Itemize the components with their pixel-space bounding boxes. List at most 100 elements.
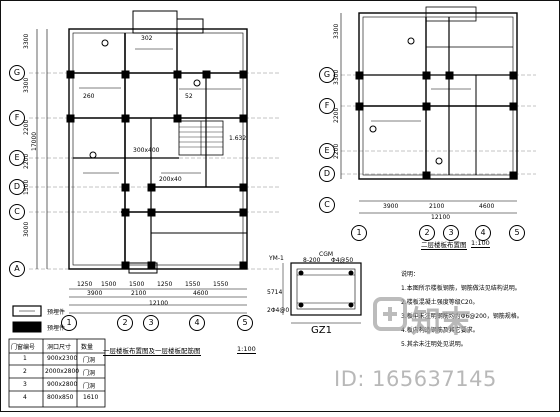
notes-line: 5.其余未注明处见说明。	[401, 341, 467, 348]
legend-swatch-1	[12, 305, 42, 317]
grid-label: 4	[480, 228, 486, 237]
dim-text: 4600	[193, 290, 209, 297]
grid-bubble: 1	[61, 315, 77, 331]
table-cell: 800x850	[47, 394, 74, 401]
table-cell: 2	[23, 368, 27, 375]
notes-line: 2.楼板混凝土强度等级C20。	[401, 299, 479, 306]
detail-title: GZ1	[311, 325, 332, 336]
watermark-logo-icon	[373, 297, 407, 331]
table-cell: 1610	[83, 394, 99, 401]
grid-label: 2	[122, 318, 128, 327]
grid-label: D	[13, 182, 21, 191]
dim-text: 1500	[23, 179, 30, 195]
table-cell: 门洞	[83, 383, 96, 390]
grid-label: 1	[356, 228, 362, 237]
grid-bubble: G	[319, 67, 335, 83]
detail-label: YM-1	[269, 255, 284, 262]
dim-total: 12100	[149, 300, 169, 307]
detail-dim: 8-200	[303, 257, 321, 264]
dim-text: 1500	[101, 281, 117, 288]
legend-label: 预埋件	[47, 309, 66, 316]
dim-text: 1500	[129, 281, 145, 288]
note-text: 300x400	[133, 147, 160, 154]
dim-total: 17000	[31, 131, 38, 151]
grid-bubble: F	[9, 110, 25, 126]
legend	[12, 305, 42, 333]
grid-bubble: 4	[475, 225, 491, 241]
grid-bubble: E	[9, 150, 25, 166]
grid-bubble: 2	[419, 225, 435, 241]
notes-line: 4.板内构造钢筋及其它要求。	[401, 327, 479, 334]
dim-text: 3000	[23, 221, 30, 237]
dim-text: 3300	[333, 69, 340, 85]
plan-scale: 1:100	[471, 239, 490, 248]
grid-label: E	[14, 153, 20, 162]
grid-label: 2	[424, 228, 430, 237]
watermark-logo: 知末	[371, 291, 491, 340]
note-text: 260	[83, 93, 95, 100]
grid-label: 4	[194, 318, 200, 327]
dim-text: 2200	[333, 143, 340, 159]
note-text: 52	[185, 93, 193, 100]
legend-swatch-2	[12, 321, 42, 333]
note-text: 1.632	[229, 135, 247, 142]
grid-bubble: 5	[509, 225, 525, 241]
dim-text: 3900	[383, 203, 399, 210]
grid-bubble: 1	[351, 225, 367, 241]
grid-label: E	[324, 146, 330, 155]
grid-label: 3	[448, 228, 454, 237]
plan-title: 二层楼板布置图	[421, 241, 467, 250]
table-header: 门窗编号	[11, 344, 36, 351]
grid-label: F	[324, 101, 330, 110]
dim-total: 12100	[431, 214, 451, 221]
grid-label: C	[324, 200, 330, 209]
table-cell: 900x2800	[47, 381, 78, 388]
table-cell: 门洞	[83, 357, 96, 364]
plan-title: 一层楼板布置图及一层楼板配筋图	[103, 347, 201, 356]
grid-label: F	[14, 113, 20, 122]
opening-table-grid	[8, 338, 106, 408]
grid-bubble: C	[319, 197, 335, 213]
dim-text: 2200	[23, 153, 30, 169]
grid-bubble: 4	[189, 315, 205, 331]
table-cell: 900x2300	[47, 355, 78, 362]
grid-label: C	[14, 207, 20, 216]
watermark-id: ID: 165637145	[334, 367, 497, 391]
plan-scale: 1:100	[237, 345, 256, 354]
grid-label: D	[323, 169, 331, 178]
note-text: 302	[141, 35, 153, 42]
dim-text: 1550	[213, 281, 229, 288]
detail-label: CGM	[319, 251, 334, 258]
column-detail	[282, 262, 362, 324]
note-text: 200x40	[159, 176, 182, 183]
notes-line: 3.板中未注明钢筋均为Φ6@200，钢筋规格。	[401, 313, 523, 320]
grid-bubble: 3	[143, 315, 159, 331]
grid-bubble: 2	[117, 315, 133, 331]
dim-text: 3900	[87, 290, 103, 297]
notes-heading: 说明：	[401, 271, 420, 278]
dim-text: 4600	[479, 203, 495, 210]
dim-text: 3300	[23, 33, 30, 49]
left-plan-dimensions	[36, 29, 247, 314]
grid-bubble: 3	[443, 225, 459, 241]
dim-text: 1550	[185, 281, 201, 288]
dim-text: 2100	[429, 203, 445, 210]
grid-bubble: 5	[237, 315, 253, 331]
grid-bubble: G	[9, 65, 25, 81]
notes-line: 1.本图所示楼板钢筋，钢筋做法见结构说明。	[401, 285, 521, 292]
watermark-logo-text: 知末	[411, 305, 471, 340]
dim-text: 1250	[77, 281, 93, 288]
dim-text: 3300	[333, 23, 340, 39]
detail-dim: Φ4@50	[331, 257, 354, 264]
dim-text: 2100	[131, 290, 147, 297]
grid-label: 5	[242, 318, 248, 327]
detail-label: 2Φ4@0	[267, 307, 290, 314]
dim-text: 1250	[157, 281, 173, 288]
grid-label: 3	[148, 318, 154, 327]
dim-text: 2200	[333, 107, 340, 123]
detail-label: 5714	[267, 289, 283, 296]
grid-bubble: E	[319, 143, 335, 159]
grid-bubble: D	[319, 166, 335, 182]
